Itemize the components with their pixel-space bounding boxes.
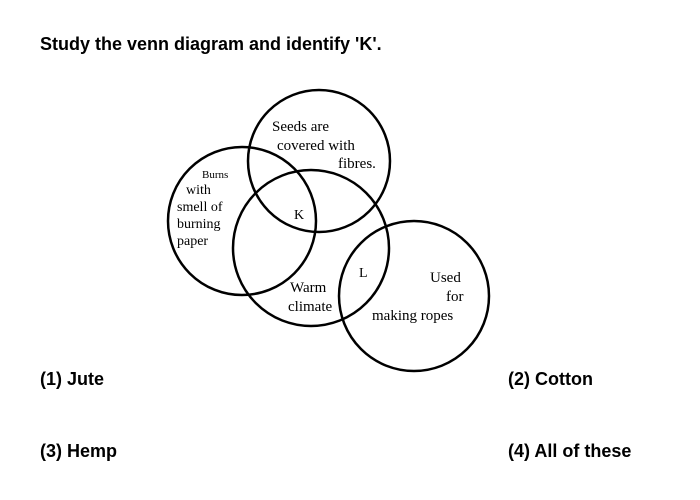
ropes-label-line-1: Used (430, 270, 461, 286)
circle-warm (231, 168, 391, 328)
option-1[interactable]: (1) Jute (40, 369, 105, 389)
region-l-label: L (359, 266, 368, 281)
ropes-label-line-2: for (446, 289, 464, 305)
burns-label-line-2: with (186, 183, 211, 198)
burns-label-line-4: burning (177, 217, 221, 232)
option-4[interactable]: (4) All of these (508, 441, 632, 461)
ropes-label-line-3: making ropes (372, 308, 453, 324)
seeds-label-line-2: covered with (277, 138, 355, 154)
warm-label-line-1: Warm (290, 280, 327, 296)
option-3[interactable]: (3) Hemp (40, 441, 118, 461)
seeds-label-line-3: fibres. (338, 156, 376, 172)
circle-seeds (246, 88, 392, 234)
option-2[interactable]: (2) Cotton (508, 369, 593, 389)
seeds-label-line-1: Seeds are (272, 119, 329, 135)
circle-ropes (337, 219, 491, 373)
warm-label-line-2: climate (288, 299, 332, 315)
burns-label-line-5: paper (177, 234, 208, 249)
region-k-label: K (294, 208, 304, 223)
burns-label-line-3: smell of (177, 200, 223, 215)
question-text: Study the venn diagram and identify 'K'. (40, 34, 382, 54)
circle-burns (166, 145, 318, 297)
burns-label-line-1: Burns (202, 169, 228, 181)
